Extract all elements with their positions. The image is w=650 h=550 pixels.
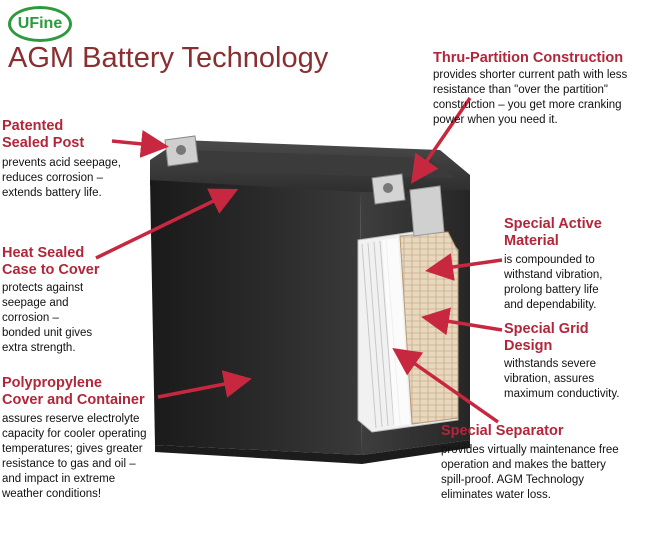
heat-sealed-text: protects against seepage and corrosion –… [2,282,93,354]
arrow-thru-partition [411,97,472,184]
ufine-logo: UFine [8,6,72,42]
sealed-post-text: prevents acid seepage, reduces corrosion… [2,157,121,199]
arrow-sealed-post [111,129,169,158]
right-terminal [371,173,445,237]
arrow-polypropylene [157,370,252,399]
arrow-heat-sealed [95,188,239,260]
page-title: AGM Battery Technology [8,42,329,74]
sealed-post-heading: Patented Sealed Post [2,118,85,151]
separator-heading: Special Separator [441,423,564,439]
arrow-active-material [425,253,503,281]
active-material-heading: Special Active Material [504,216,602,249]
thru-partition-text: provides shorter current path with less … [433,69,628,126]
battery-front-face [150,180,362,455]
polypropylene-heading: Polypropylene Cover and Container [2,375,145,408]
polypropylene-text: assures reserve electrolyte capacity for… [2,413,147,500]
left-terminal [164,135,199,167]
thru-partition-heading: Thru-Partition Construction [433,50,624,66]
arrow-grid-design [421,307,503,336]
separator-text: provides virtually maintenance free oper… [441,444,619,501]
grid-design-heading: Special Grid Design [504,321,589,354]
arrow-separator [392,347,500,424]
heat-sealed-heading: Heat Sealed Case to Cover [2,245,100,278]
grid-design-text: withstands severe vibration, assures max… [504,358,620,400]
active-material-text: is compounded to withstand vibration, pr… [504,254,603,311]
